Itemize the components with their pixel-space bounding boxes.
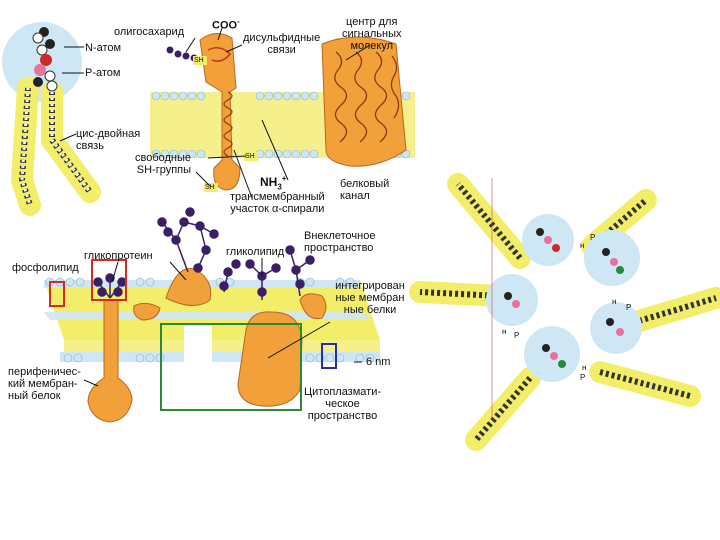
- micelle-tag-3: н: [612, 297, 617, 306]
- protein-leader-lines: [185, 27, 371, 199]
- micelle-tag-8: Р: [580, 373, 586, 382]
- micelle-tag-1: н: [580, 241, 585, 250]
- micelle-tails: [409, 173, 720, 451]
- micelle-tag-5: н: [502, 327, 507, 336]
- cytoplasmic-label: Цитоплазмати- ческое пространство: [304, 386, 382, 422]
- sh-tag-3: SH: [194, 57, 204, 64]
- integral-protein-label: интегрирован ные мембран ные белки: [335, 280, 405, 316]
- integral-protein-box: [160, 323, 302, 411]
- micelle-tag-6: Р: [514, 331, 520, 340]
- transmembrane-label: трансмембранный участок α-спирали: [230, 191, 325, 215]
- micelle-tag-2: Р: [590, 233, 596, 242]
- glycocalyx: [93, 207, 315, 300]
- micelle-atoms: [504, 228, 624, 368]
- protein-channel-label: белковый канал: [340, 178, 390, 202]
- signal-center-label: центр для сигнальных молекул: [342, 16, 402, 52]
- sh-tag-1: SH: [245, 153, 255, 160]
- micelle-tag-7: н: [582, 363, 587, 372]
- thickness-box: [321, 343, 337, 369]
- extracellular-label: Внеклеточное пространство: [304, 230, 376, 254]
- coo-label: COO-: [212, 17, 240, 32]
- membrane-leader-lines: [83, 258, 362, 387]
- p-atom-label: P-атом: [85, 67, 121, 79]
- n-atom-label: N-атом: [85, 42, 122, 54]
- thickness-label: 6 nm: [366, 356, 391, 368]
- glycoprotein-label: гликопротеин: [84, 250, 153, 262]
- head-atoms: [32, 27, 58, 92]
- disulfide-label: дисульфидные связи: [243, 32, 321, 56]
- phospholipid-label: фосфолипид: [12, 262, 79, 274]
- single-pass-protein: [199, 33, 241, 191]
- channel-protein: [321, 36, 407, 167]
- glycolipid-label: гликолипид: [226, 246, 285, 258]
- phospholipid-box: [49, 281, 65, 307]
- sh-tag-2: SH: [205, 184, 215, 191]
- peripheral-protein: [87, 299, 133, 423]
- micelle-tag-4: Р: [626, 303, 632, 312]
- nh3-label: NH3+: [260, 174, 287, 192]
- peripheral-protein-label: перифеничес- кий мембран- ный белок: [8, 366, 81, 402]
- oligosaccharide-label: олигосахарид: [114, 26, 185, 38]
- micelle-heads: [486, 214, 642, 382]
- cis-bond-label: цис-двойная связь: [76, 128, 141, 152]
- integral-protein-right: [299, 293, 327, 320]
- integral-protein-small: [133, 302, 161, 321]
- free-sh-label: свободные SH-группы: [135, 152, 192, 176]
- white-gap: [184, 326, 212, 410]
- glycoprotein-box: [91, 259, 127, 301]
